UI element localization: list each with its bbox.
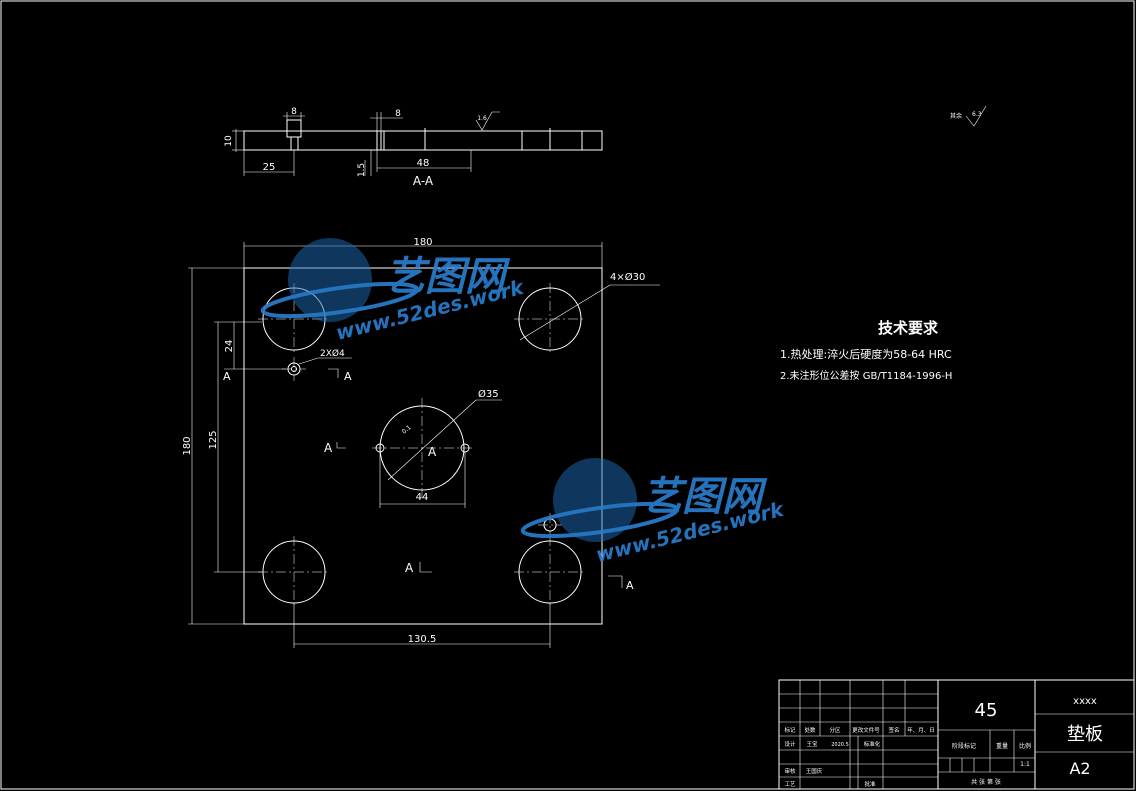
section-dim-hole-a: 8 <box>291 107 297 117</box>
tb-std-label: 标准化 <box>864 740 881 748</box>
tech-item-1: 1.热处理:淬火后硬度为58-64 HRC <box>780 347 952 361</box>
watermark-2: 艺图网 www.52des.work <box>520 458 787 567</box>
tb-std-code: 2020.5 <box>831 742 849 748</box>
tb-stage-label: 阶段标记 <box>952 742 976 750</box>
dim-height-inner: 125 <box>208 430 219 449</box>
plate-outline <box>243 267 603 625</box>
dim-height-left: 180 <box>182 436 193 455</box>
watermark-1: 艺图网 www.52des.work <box>260 238 527 345</box>
section-roughness-value: 1.6 <box>477 115 487 122</box>
tb-approve-label: 批准 <box>864 780 876 788</box>
tb-row-review: 审核 <box>784 767 796 775</box>
tb-header-0: 标记 <box>784 726 796 734</box>
dim-width-top: 180 <box>413 237 432 248</box>
tb-sheet-size: A2 <box>1069 759 1090 778</box>
section-dim-thickness: 10 <box>224 135 234 147</box>
tb-scale-label: 比例 <box>1019 742 1031 750</box>
tech-title: 技术要求 <box>878 319 939 337</box>
tb-header-2: 分区 <box>829 726 841 734</box>
corner-roughness-value: 6.3 <box>972 111 982 118</box>
section-mark-2: A <box>223 370 231 383</box>
tb-weight-label: 重量 <box>996 742 1008 750</box>
dim-pin-offset: 24 <box>224 340 235 353</box>
corner-roughness-icon <box>965 105 987 127</box>
tech-item-2: 2.未注形位公差按 GB/T1184-1996-H <box>780 369 952 382</box>
section-mark-5: A <box>405 561 414 575</box>
dim-corner-holes: 4×Ø30 <box>610 271 645 283</box>
tb-code: xxxx <box>1073 696 1097 707</box>
section-mark-1: A <box>344 370 352 383</box>
section-mark-icon <box>328 368 339 378</box>
section-roughness-icon <box>475 111 500 131</box>
tb-header-5: 年、月、日 <box>907 726 935 734</box>
tb-part-name: 垫板 <box>1067 724 1103 745</box>
tb-scale: 1:1 <box>1020 761 1030 768</box>
section-dim-span: 48 <box>417 158 430 169</box>
tb-designer: 王宝 <box>806 740 818 748</box>
tb-header-1: 处数 <box>804 726 816 734</box>
section-dim-depth: 1.5 <box>357 163 367 177</box>
section-label: A-A <box>413 174 434 188</box>
dim-center-span: 44 <box>416 492 429 503</box>
tb-header-3: 更改文件号 <box>852 726 880 734</box>
tb-material: 45 <box>975 700 998 721</box>
section-dim-left-offset: 25 <box>263 162 276 173</box>
watermark-brand-1: 艺图网 <box>385 254 511 300</box>
section-pin-hole-left <box>286 119 302 138</box>
corner-roughness-label: 其余 <box>950 112 962 120</box>
section-mark-4: A <box>428 445 437 459</box>
tech-requirements: 技术要求 1.热处理:淬火后硬度为58-64 HRC 2.未注形位公差按 GB/… <box>780 319 952 382</box>
dim-center-hole: Ø35 <box>478 388 499 400</box>
svg-text:A: A <box>626 579 634 592</box>
corner-roughness: 其余 6.3 <box>950 105 987 127</box>
plan-view: 180 180 125 24 130.5 44 4×Ø30 2XØ4 Ø35 0… <box>182 237 660 648</box>
title-block: 45 xxxx 垫板 A2 阶段标记 重量 比例 1:1 共 张 第 张 标记 … <box>778 679 1135 790</box>
dim-bottom-span: 130.5 <box>408 634 437 645</box>
tb-sheets-label: 共 张 第 张 <box>971 778 1001 786</box>
tb-row-design: 设计 <box>784 740 796 748</box>
watermark-brand-2: 艺图网 <box>642 474 768 520</box>
dim-center-tolerance: 0.1 <box>401 424 413 436</box>
tb-row-process: 工艺 <box>784 781 796 788</box>
dim-pin-holes: 2XØ4 <box>320 348 345 359</box>
section-dim-hole-b: 8 <box>395 109 401 119</box>
section-view: 10 25 8 8 1.5 48 A-A 1.6 <box>224 107 603 188</box>
tb-header-4: 签名 <box>888 726 899 734</box>
tb-checker: 王国庆 <box>806 767 823 775</box>
section-outline <box>243 130 603 151</box>
section-mark-3: A <box>324 441 333 455</box>
